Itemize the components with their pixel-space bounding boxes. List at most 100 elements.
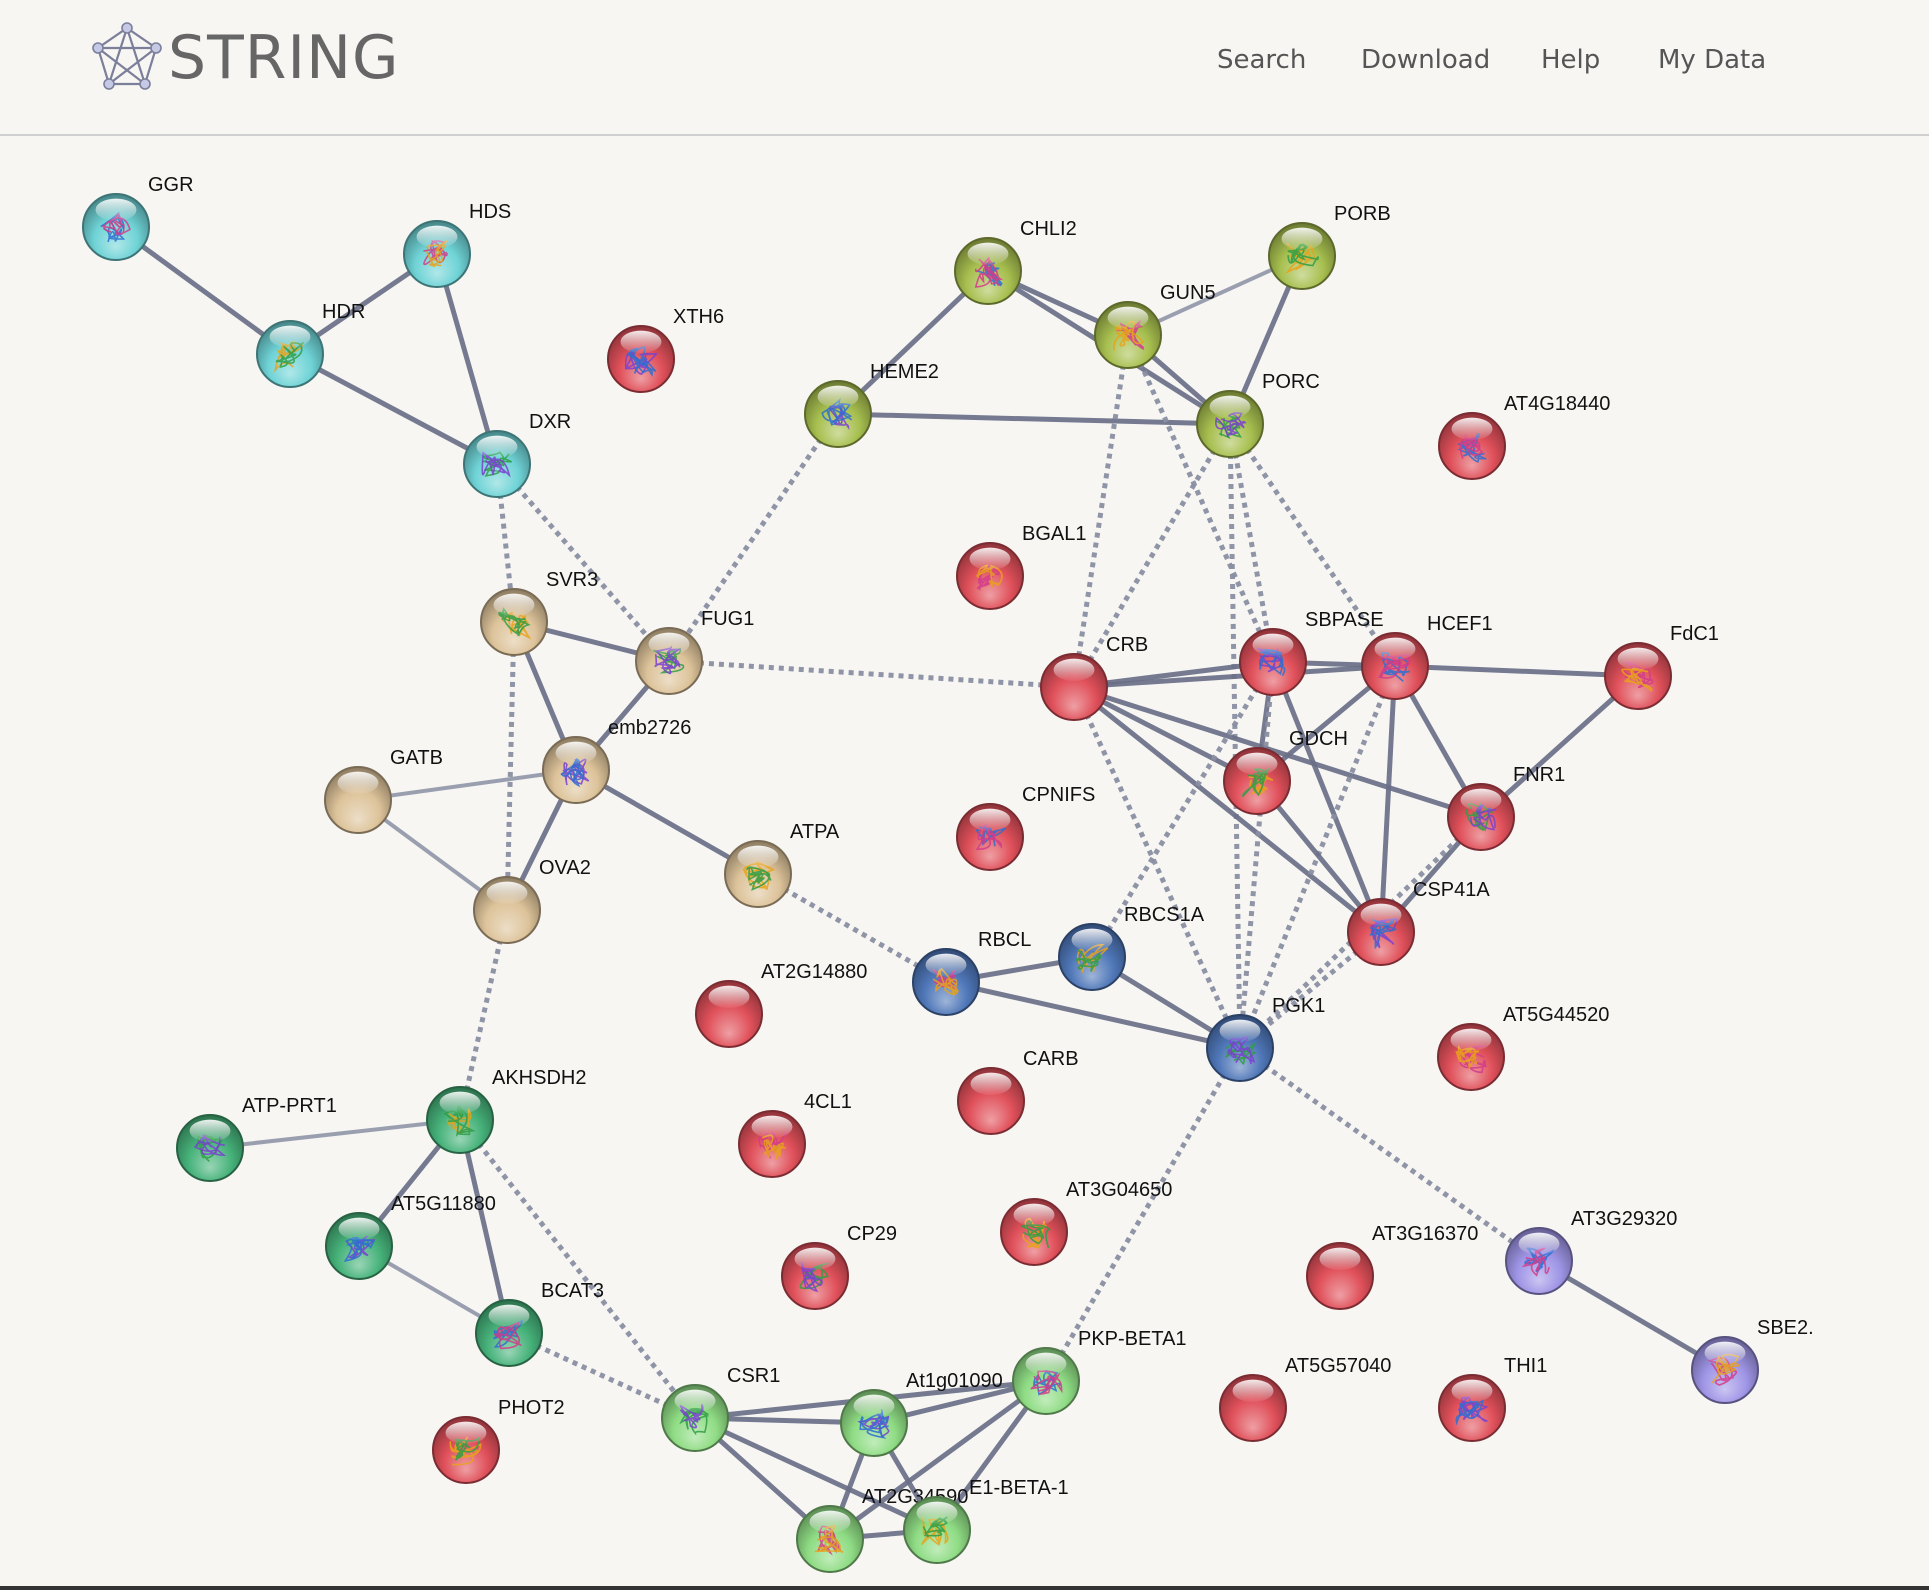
node-hds[interactable]: HDS xyxy=(403,201,511,288)
nav-my-data[interactable]: My Data xyxy=(1658,45,1767,75)
edge-ATPA-RBCL[interactable] xyxy=(756,871,948,985)
node-at3g04650[interactable]: AT3G04650 xyxy=(1000,1179,1172,1266)
node-porb[interactable]: PORB xyxy=(1268,203,1391,290)
node-pgk1[interactable]: PGK1 xyxy=(1206,995,1325,1082)
node-akhsdh2[interactable]: AKHSDH2 xyxy=(426,1067,586,1154)
edge-DXR-FUG1[interactable] xyxy=(495,462,671,663)
edge-CRB-GDCH[interactable] xyxy=(1071,684,1260,784)
node-at2g34590[interactable]: AT2G34590 xyxy=(796,1486,968,1573)
edge-PGK1-PKP-BETA1[interactable] xyxy=(1043,1046,1243,1383)
edge-GATB-emb2726[interactable] xyxy=(357,768,577,802)
node-e1-beta-1[interactable]: E1-BETA-1 xyxy=(903,1477,1069,1564)
node-gdch[interactable]: GDCH xyxy=(1223,728,1348,815)
node-porc[interactable]: PORC xyxy=(1196,371,1320,458)
node-hcef1[interactable]: HCEF1 xyxy=(1361,613,1493,700)
node-heme2[interactable]: HEME2 xyxy=(804,361,939,448)
node-sbe2[interactable]: SBE2. xyxy=(1691,1317,1814,1404)
node-fdc1[interactable]: FdC1 xyxy=(1604,623,1719,710)
node-rbcl[interactable]: RBCL xyxy=(912,929,1031,1016)
node-csr1[interactable]: CSR1 xyxy=(661,1365,780,1452)
node-hdr[interactable]: HDR xyxy=(256,301,365,388)
edge-HCEF1-CSP41A[interactable] xyxy=(1378,663,1398,935)
bubble-highlight xyxy=(1025,1352,1067,1376)
node-at3g29320[interactable]: AT3G29320 xyxy=(1505,1208,1677,1295)
protein-network-graph[interactable]: GGRHDSHDRDXRXTH6CHLI2GUN5PORBPORCHEME2AT… xyxy=(0,136,1929,1590)
node-at4g18440[interactable]: AT4G18440 xyxy=(1438,393,1610,480)
protein-structure-icon xyxy=(1459,434,1484,459)
node-emb2726[interactable]: emb2726 xyxy=(542,717,691,804)
node-ova2[interactable]: OVA2 xyxy=(473,857,591,944)
node-fnr1[interactable]: FNR1 xyxy=(1447,764,1565,851)
edge-HCEF1-PGK1[interactable] xyxy=(1237,665,1398,1049)
edge-AT3G29320-SBE2[interactable] xyxy=(1536,1258,1728,1373)
edge-CHLI2-HEME2[interactable] xyxy=(835,268,991,417)
edge-CSR1-E1-BETA-1[interactable] xyxy=(692,1415,940,1533)
node-atpa[interactable]: ATPA xyxy=(724,821,840,908)
node-cp29[interactable]: CP29 xyxy=(781,1223,897,1310)
node-chli2[interactable]: CHLI2 xyxy=(954,218,1077,305)
node-rbcs1a[interactable]: RBCS1A xyxy=(1058,904,1205,991)
edge-AKHSDH2-BCAT3[interactable] xyxy=(457,1117,512,1336)
edge-CRB-FNR1[interactable] xyxy=(1071,684,1484,820)
edge-AKHSDH2-CSR1[interactable] xyxy=(458,1118,697,1420)
edge-FdC1-FNR1[interactable] xyxy=(1478,673,1641,820)
edge-HEME2-PORC[interactable] xyxy=(835,411,1233,427)
node-bcat3[interactable]: BCAT3 xyxy=(475,1280,604,1367)
edge-RBCL-PGK1[interactable] xyxy=(943,979,1243,1051)
node-carb[interactable]: CARB xyxy=(957,1048,1079,1135)
node-at5g11880[interactable]: AT5G11880 xyxy=(325,1193,496,1280)
node-svr3[interactable]: SVR3 xyxy=(480,569,598,656)
edge-HCEF1-FdC1[interactable] xyxy=(1392,663,1641,679)
edge-SBPASE-RBCS1A[interactable] xyxy=(1089,660,1276,959)
node-atp-prt1[interactable]: ATP-PRT1 xyxy=(176,1095,337,1182)
edge-SVR3-OVA2[interactable] xyxy=(504,621,517,911)
edge-SBPASE-PGK1[interactable] xyxy=(1237,661,1276,1049)
node-label: GGR xyxy=(148,174,194,196)
node-csp41a[interactable]: CSP41A xyxy=(1347,879,1490,966)
node-gatb[interactable]: GATB xyxy=(324,747,443,834)
node-at2g14880[interactable]: AT2G14880 xyxy=(695,961,867,1048)
edge-PORC-HCEF1[interactable] xyxy=(1227,422,1398,668)
edge-CRB-CSP41A[interactable] xyxy=(1071,684,1384,935)
edge-GGR-HDR[interactable] xyxy=(113,224,293,357)
node-ggr[interactable]: GGR xyxy=(82,174,194,261)
node-phot2[interactable]: PHOT2 xyxy=(432,1397,565,1484)
edge-GUN5-SBPASE[interactable] xyxy=(1125,333,1276,664)
node-dxr[interactable]: DXR xyxy=(463,411,571,498)
node-crb[interactable]: CRB xyxy=(1040,634,1148,721)
node-xth6[interactable]: XTH6 xyxy=(607,306,724,393)
edge-BCAT3-CSR1[interactable] xyxy=(507,1330,697,1421)
edge-PORC-SBPASE[interactable] xyxy=(1227,423,1276,663)
node-pkp-beta1[interactable]: PKP-BETA1 xyxy=(1012,1328,1187,1415)
bubble-highlight xyxy=(476,435,518,459)
node-at5g44520[interactable]: AT5G44520 xyxy=(1437,1004,1609,1091)
edge-PORC-CRB[interactable] xyxy=(1071,422,1233,689)
edge-HDR-DXR[interactable] xyxy=(287,351,500,467)
edge-AKHSDH2-ATP-PRT1[interactable] xyxy=(209,1118,461,1150)
node-sbpase[interactable]: SBPASE xyxy=(1239,609,1384,696)
edge-PGK1-AT3G29320[interactable] xyxy=(1238,1045,1541,1264)
node-cpnifs[interactable]: CPNIFS xyxy=(956,784,1095,871)
nav-download[interactable]: Download xyxy=(1361,45,1491,75)
edge-emb2726-ATPA[interactable] xyxy=(573,767,761,877)
edge-HDS-DXR[interactable] xyxy=(434,251,500,467)
node-at1g01090[interactable]: At1g01090 xyxy=(840,1370,1003,1457)
node-thi1[interactable]: THI1 xyxy=(1438,1355,1547,1442)
bubble-highlight xyxy=(969,547,1011,571)
node-4cl1[interactable]: 4CL1 xyxy=(738,1091,852,1178)
node-bgal1[interactable]: BGAL1 xyxy=(956,523,1086,610)
nav-search[interactable]: Search xyxy=(1217,45,1307,75)
edge-CRB-PGK1[interactable] xyxy=(1071,685,1243,1050)
node-gun5[interactable]: GUN5 xyxy=(1094,282,1216,369)
node-at5g57040[interactable]: AT5G57040 xyxy=(1219,1355,1391,1442)
edge-SBPASE-CSP41A[interactable] xyxy=(1270,659,1384,935)
node-label: DXR xyxy=(529,411,571,433)
edge-CRB-HCEF1[interactable] xyxy=(1071,663,1398,690)
node-fug1[interactable]: FUG1 xyxy=(635,608,754,695)
node-at3g16370[interactable]: AT3G16370 xyxy=(1306,1223,1478,1310)
edge-PKP-BETA1-AT2G34590[interactable] xyxy=(827,1378,1049,1542)
nav-help[interactable]: Help xyxy=(1541,45,1601,75)
string-logo[interactable]: STRING xyxy=(90,22,400,94)
edge-FUG1-CRB[interactable] xyxy=(668,658,1075,690)
protein-structure-icon xyxy=(560,758,585,788)
